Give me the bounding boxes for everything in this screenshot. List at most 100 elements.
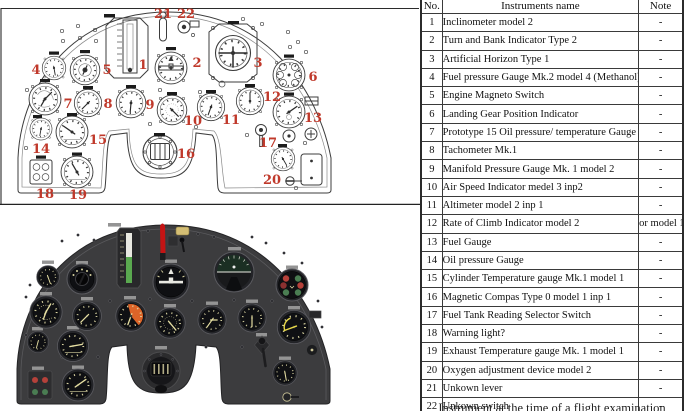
cell-name: Air Speed Indicator medel 3 inp2 (441, 177, 640, 197)
cell-name: Warning light? (441, 324, 640, 344)
header-name: Instruments name (441, 0, 640, 14)
cell-no: 20 (420, 360, 443, 380)
render-landing-gear-lights (275, 268, 309, 302)
diagram-callouts: 1 2 3 4 5 6 7 8 9 10 11 12 13 14 15 16 1… (31, 7, 322, 203)
callout-11: 11 (222, 113, 240, 128)
callout-1: 1 (138, 58, 147, 73)
cell-no: 9 (420, 159, 443, 179)
cell-no: 1 (420, 12, 443, 33)
cell-note: - (638, 287, 684, 307)
diagram-gauge-exhaust-temp (60, 155, 94, 189)
cell-no: 19 (420, 342, 443, 362)
cell-name: Engine Magneto Switch (441, 86, 640, 106)
screw-holes (23, 16, 309, 191)
callout-12: 12 (263, 90, 281, 105)
diagram-gauge-cylinder-temp (55, 115, 89, 149)
cell-no: 5 (420, 86, 443, 106)
callout-15: 15 (89, 133, 107, 148)
callout-16: 16 (177, 147, 195, 162)
panel-screws (24, 229, 324, 359)
callout-4: 4 (31, 63, 40, 78)
render-magneto-switch (66, 263, 98, 295)
cell-no: 8 (420, 141, 443, 161)
cell-note: - (638, 324, 684, 344)
diagram-gauge-magneto-switch (69, 54, 101, 86)
table-caption: Instrument at the time of a flight exami… (438, 401, 666, 411)
callout-10: 10 (184, 114, 202, 129)
panel-render-svg (16, 223, 331, 405)
diagram-unknown-switch (177, 20, 200, 37)
render-gauge-fuel (276, 309, 312, 345)
cell-no: 17 (420, 305, 443, 326)
cell-note: - (638, 86, 684, 106)
cell-note: - (638, 269, 684, 289)
diagram-gauge-airspeed (156, 94, 188, 126)
cell-no: 7 (420, 122, 443, 143)
diagram-gauge-fuel (272, 95, 306, 129)
callout-6: 6 (308, 70, 317, 85)
cell-note: - (638, 31, 684, 51)
cell-no: 21 (420, 378, 443, 399)
render-gauge-fuel-pressure (35, 264, 61, 290)
render-gauge-manifold-pressure (115, 300, 147, 332)
callout-19: 19 (69, 188, 87, 203)
diagram-unknown-lever (159, 11, 167, 42)
cell-no: 12 (420, 214, 443, 234)
render-gauge-rate-of-climb (237, 303, 267, 333)
diagram-right-extras (282, 96, 323, 186)
green-fluid-strip (126, 257, 132, 283)
render-gauge-altimeter (197, 305, 227, 335)
render-gauge-airspeed (153, 306, 187, 340)
instrument-panel-diagram: 1 2 3 4 5 6 7 8 9 10 11 12 13 14 15 16 1… (0, 0, 420, 205)
cell-no: 14 (420, 250, 443, 271)
callout-7: 7 (63, 97, 72, 112)
render-red-lever (160, 223, 166, 260)
cell-no: 15 (420, 269, 443, 289)
callout-14: 14 (32, 142, 50, 157)
callout-13: 13 (304, 111, 322, 126)
render-gauge-oil-pressure (26, 330, 50, 354)
diagram-gauge-rate-of-climb (235, 86, 265, 116)
cell-no: 3 (420, 49, 443, 69)
cell-note: - (638, 360, 684, 380)
render-compass (213, 251, 255, 293)
callout-18: 18 (36, 187, 54, 202)
cell-name: Cylinder Temperature gauge Mk.1 model 1 (441, 269, 640, 289)
cell-no: 10 (420, 177, 443, 197)
diagram-gauge-altimeter (196, 92, 226, 122)
cell-name: Oxygen adjustment device model 2 (441, 360, 640, 380)
cell-name: Unkown lever (441, 378, 640, 399)
cell-name: Exhaust Temperature gauge Mk. 1 model 1 (441, 342, 640, 362)
cell-no: 22 (420, 397, 443, 411)
panel-diagram-svg: 1 2 3 4 5 6 7 8 9 10 11 12 13 14 15 16 1… (0, 7, 420, 205)
callout-22: 22 (177, 7, 195, 22)
table-header-row: No. Instruments name Note (420, 0, 684, 14)
callout-9: 9 (145, 98, 154, 113)
cell-note: - (638, 141, 684, 161)
cell-note: - (638, 49, 684, 69)
render-name-tags (32, 223, 300, 370)
callout-5: 5 (102, 63, 111, 78)
callout-21: 21 (154, 7, 172, 22)
callout-2: 2 (192, 56, 201, 71)
diagram-name-tags (33, 21, 294, 156)
cell-note: - (638, 159, 684, 179)
render-gauge-turn-bank (152, 263, 190, 301)
render-gauge-tachometer (71, 300, 103, 332)
cell-note: - (638, 67, 684, 88)
